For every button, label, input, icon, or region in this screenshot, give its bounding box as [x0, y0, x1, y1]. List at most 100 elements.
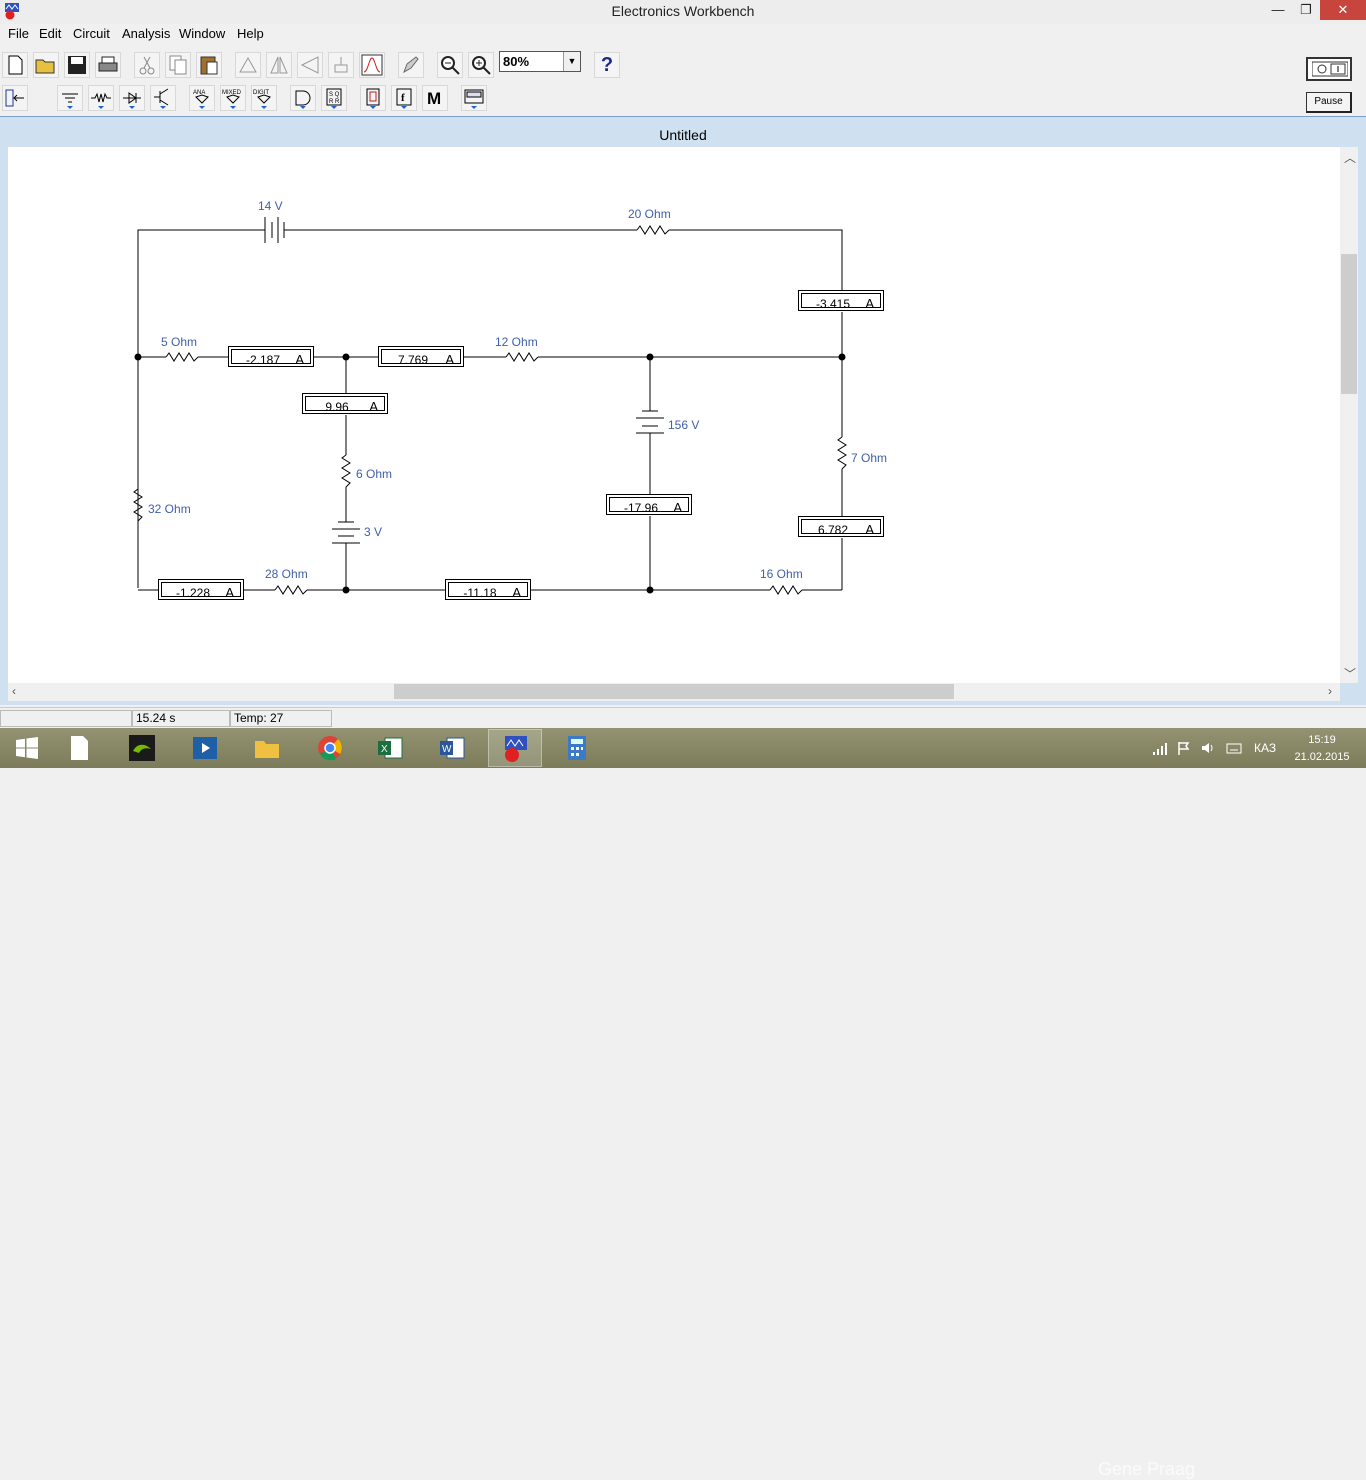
menu-analysis[interactable]: Analysis [122, 26, 171, 41]
parts-bin-digital-ics[interactable]: DIGIT [251, 85, 277, 111]
input-language[interactable]: КАЗ [1254, 741, 1277, 755]
horizontal-scroll-thumb[interactable] [394, 684, 954, 699]
menu-help[interactable]: Help [237, 26, 264, 41]
paste-button[interactable] [196, 52, 222, 78]
help-button[interactable]: ? [594, 52, 620, 78]
parts-bin-sources[interactable] [57, 85, 83, 111]
resistor-6-ohm[interactable] [341, 454, 351, 488]
ammeter-unit: A [445, 352, 454, 367]
resistor-32-ohm-label: 32 Ohm [148, 502, 191, 516]
clock-date[interactable]: 21.02.2015 [1294, 751, 1350, 763]
action-center-flag-icon[interactable] [1176, 740, 1192, 756]
zoom-in-button[interactable] [468, 52, 494, 78]
zoom-out-button[interactable] [437, 52, 463, 78]
parts-bin-controls[interactable]: f [391, 85, 417, 111]
menu-edit[interactable]: Edit [39, 26, 62, 41]
taskbar-word[interactable]: W [425, 729, 479, 767]
circuit-canvas[interactable]: 14 V 20 Ohm 5 Ohm 12 Ohm 6 Ohm 7 Ohm 32 … [8, 147, 1340, 683]
svg-text:DIGIT: DIGIT [253, 90, 269, 96]
open-button[interactable] [33, 52, 59, 78]
resistor-20-ohm[interactable] [636, 225, 670, 235]
rotate-button[interactable] [235, 52, 261, 78]
menu-file[interactable]: File [8, 26, 29, 41]
keyboard-icon[interactable] [1226, 740, 1242, 756]
window-title: Electronics Workbench [611, 3, 755, 19]
parts-bin-miscellaneous[interactable]: M [422, 85, 448, 111]
menu-circuit[interactable]: Circuit [73, 26, 110, 41]
app-icon[interactable] [3, 2, 21, 20]
resistor-12-ohm[interactable] [505, 352, 539, 362]
parts-bin-transistors[interactable] [150, 85, 176, 111]
resistor-7-ohm-label: 7 Ohm [851, 451, 888, 465]
battery-3v-label: 3 V [364, 525, 383, 539]
vertical-scrollbar[interactable]: ︿ ﹀ [1340, 147, 1358, 683]
resistor-32-ohm[interactable] [133, 488, 143, 522]
parts-bin-instruments[interactable] [461, 85, 487, 111]
cut-button[interactable] [134, 52, 160, 78]
resistor-7-ohm[interactable] [837, 436, 847, 470]
flip-vertical-button[interactable] [266, 52, 292, 78]
vertical-scroll-thumb[interactable] [1341, 254, 1357, 394]
taskbar-chrome[interactable] [303, 729, 357, 767]
parts-bin-favorites[interactable] [2, 85, 28, 111]
save-button[interactable] [64, 52, 90, 78]
battery-3v[interactable] [332, 521, 360, 544]
zoom-value: 80% [503, 54, 530, 69]
scroll-right-icon[interactable]: › [1328, 684, 1332, 698]
print-button[interactable] [95, 52, 121, 78]
network-signal-icon[interactable] [1152, 740, 1168, 756]
menu-window[interactable]: Window [179, 26, 226, 41]
component-properties-button[interactable] [398, 52, 424, 78]
pause-button[interactable]: Pause [1306, 92, 1352, 113]
parts-bin-analog-ics[interactable]: ANA [189, 85, 215, 111]
scroll-up-icon[interactable]: ︿ [1344, 151, 1357, 165]
volume-icon[interactable] [1200, 740, 1216, 756]
chevron-down-icon[interactable]: ▼ [563, 52, 580, 71]
taskbar-electronics-workbench[interactable] [488, 729, 542, 767]
restore-button[interactable]: ❐ [1300, 2, 1312, 17]
resistor-28-ohm[interactable] [274, 585, 308, 595]
resistor-16-ohm[interactable] [769, 585, 803, 595]
copy-button[interactable] [165, 52, 191, 78]
scroll-left-icon[interactable]: ‹ [12, 684, 16, 698]
battery-14v[interactable] [260, 217, 285, 243]
close-button[interactable]: ✕ [1320, 0, 1366, 20]
taskbar-file-explorer[interactable] [240, 729, 294, 767]
watermark: Gene Praag [1098, 1459, 1196, 1479]
diode-bin-icon [123, 92, 141, 109]
power-switch[interactable] [1306, 57, 1352, 81]
minimize-button[interactable]: — [1271, 2, 1285, 17]
start-button[interactable] [0, 729, 54, 767]
parts-bin-indicators[interactable] [360, 85, 386, 111]
flip-horizontal-button[interactable] [297, 52, 323, 78]
parts-bin-basic[interactable] [88, 85, 114, 111]
graph-button[interactable] [359, 52, 385, 78]
scroll-down-icon[interactable]: ﹀ [1344, 667, 1357, 681]
clock-time[interactable]: 15:19 [1308, 734, 1336, 746]
windows-logo-icon [16, 737, 38, 759]
new-file-button[interactable] [2, 52, 28, 78]
parts-bin-diodes[interactable] [119, 85, 145, 111]
horizontal-scrollbar[interactable]: ‹ › [8, 683, 1340, 701]
battery-156v[interactable] [636, 410, 664, 434]
folder-open-icon [35, 59, 55, 74]
taskbar-file-explorer-doc[interactable] [52, 729, 106, 767]
taskbar-media-player[interactable] [178, 729, 232, 767]
subcircuit-button[interactable] [328, 52, 354, 78]
taskbar-nvidia[interactable] [115, 729, 169, 767]
parts-bin-mixed-ics[interactable]: MIXED [220, 85, 246, 111]
zoom-select[interactable]: 80% ▼ [499, 51, 581, 72]
parts-bin-logic-gates[interactable] [290, 85, 316, 111]
taskbar-calculator[interactable] [550, 729, 604, 767]
taskbar-excel[interactable]: X [363, 729, 417, 767]
resistor-5-ohm[interactable] [165, 352, 199, 362]
